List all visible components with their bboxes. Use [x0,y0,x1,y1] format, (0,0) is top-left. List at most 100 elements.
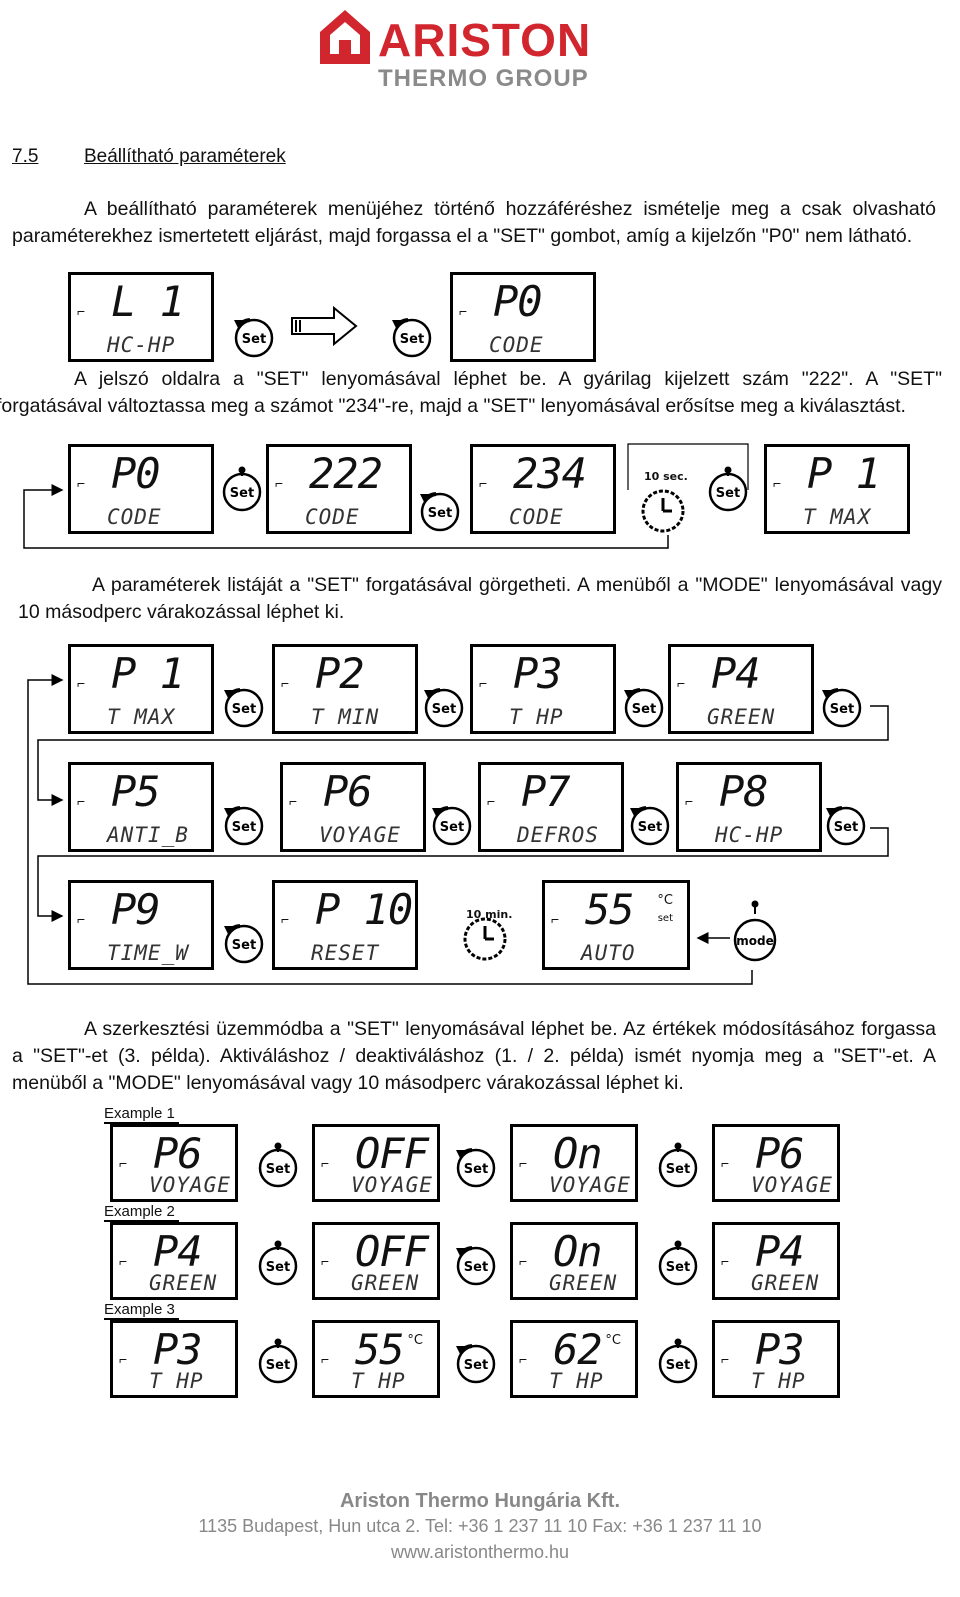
lcd-small-text: T HP [509,705,564,729]
set-knob-button[interactable]: Set [222,800,264,846]
set-knob-label: Set [830,702,854,717]
set-knob-label: Set [232,938,256,953]
lcd-small-text: DEFROS [517,823,599,847]
set-knob-button[interactable]: Set [430,800,472,846]
lcd-big-text: P 1 [807,449,881,498]
set-knob-button[interactable]: Set [220,466,262,512]
set-knob-button[interactable]: Set [222,918,264,964]
lcd-big-text: P0 [493,277,543,326]
set-knob-button[interactable]: Set [418,486,460,532]
set-knob-button[interactable]: Set [390,312,432,358]
set-knob-button[interactable]: Set [422,682,464,728]
wrench-icon: ⌐ [721,1253,730,1269]
wrench-icon: ⌐ [519,1155,528,1171]
wrench-icon: ⌐ [321,1351,330,1367]
wrench-icon: ⌐ [519,1351,528,1367]
lcd-big-text: P5 [111,767,161,816]
lcd-small-text: T MIN [311,705,380,729]
set-knob-button[interactable]: Set [256,1338,298,1384]
wrench-icon: ⌐ [321,1253,330,1269]
set-knob-button[interactable]: Set [656,1240,698,1286]
wrench-icon: ⌐ [77,911,86,927]
lcd-small-text: GREEN [751,1271,820,1295]
wrench-icon: ⌐ [321,1155,330,1171]
set-knob-button[interactable]: Set [256,1142,298,1188]
set-knob-icon: Set [222,466,262,512]
set-knob-button[interactable]: Set [256,1240,298,1286]
lcd-big-text: On [553,1129,603,1178]
lcd-big-text: P3 [755,1325,805,1374]
example-label: Example 1 [104,1106,179,1124]
set-knob-icon: Set [392,318,432,358]
set-knob-label: Set [266,1358,290,1373]
set-knob-label: Set [666,1260,690,1275]
lcd-big-text: P4 [755,1227,805,1276]
lcd-big-text: P2 [315,649,365,698]
set-knob-button[interactable]: Set [232,312,274,358]
lcd-big-text: L 1 [111,277,185,326]
set-knob-icon: Set [658,1338,698,1384]
wrench-icon: ⌐ [119,1351,128,1367]
set-knob-button[interactable]: Set [454,1142,496,1188]
lcd-small-text: CODE [305,505,360,529]
set-knob-button[interactable]: Set [454,1240,496,1286]
set-knob-icon: Set [822,688,862,728]
brand-name: ARISTON [378,14,592,66]
wrench-icon: ⌐ [551,911,560,927]
lcd-big-text: 234 [513,449,587,498]
lcd-small-text: T MAX [803,505,872,529]
lcd-small-text: ANTI_B [107,823,189,847]
set-knob-button[interactable]: Set [628,800,670,846]
set-knob-icon: Set [258,1338,298,1384]
wrench-icon: ⌐ [77,475,86,491]
mode-button[interactable]: mode [732,900,778,966]
lcd-set-mark: set [657,913,673,924]
set-knob-button[interactable]: Set [656,1142,698,1188]
set-knob-icon: Set [432,806,472,846]
lcd-big-text: P6 [755,1129,805,1178]
wrench-icon: ⌐ [721,1351,730,1367]
wrench-icon: ⌐ [77,793,86,809]
lcd-small-text: T HP [351,1369,406,1393]
set-knob-button[interactable]: Set [706,466,748,512]
lcd-unit: °C [657,893,673,908]
set-knob-label: Set [834,820,858,835]
paragraph-2: A jelszó oldalra a "SET" lenyomásával lé… [0,368,942,417]
lcd-small-text: AUTO [581,941,636,965]
set-knob-label: Set [428,506,452,521]
timer-label: 10 min. [466,908,513,921]
set-knob-button[interactable]: Set [820,682,862,728]
example-label: Example 3 [104,1302,179,1320]
set-knob-button[interactable]: Set [824,800,866,846]
lcd-small-text: HC-HP [107,333,176,357]
set-knob-button[interactable]: Set [454,1338,496,1384]
wrench-icon: ⌐ [281,911,290,927]
set-knob-label: Set [242,332,266,347]
brand-group: THERMO GROUP [378,65,589,92]
set-knob-button[interactable]: Set [656,1338,698,1384]
lcd-unit: °C [407,1333,423,1348]
set-knob-icon: Set [224,688,264,728]
set-knob-label: Set [232,702,256,717]
lcd-unit: °C [605,1333,621,1348]
timer-clock-icon [641,489,685,533]
set-knob-button[interactable]: Set [622,682,664,728]
wrench-icon: ⌐ [119,1155,128,1171]
set-knob-label: Set [666,1162,690,1177]
lcd-big-text: P3 [513,649,563,698]
lcd-small-text: RESET [311,941,380,965]
set-knob-button[interactable]: Set [222,682,264,728]
set-knob-icon: Set [258,1240,298,1286]
